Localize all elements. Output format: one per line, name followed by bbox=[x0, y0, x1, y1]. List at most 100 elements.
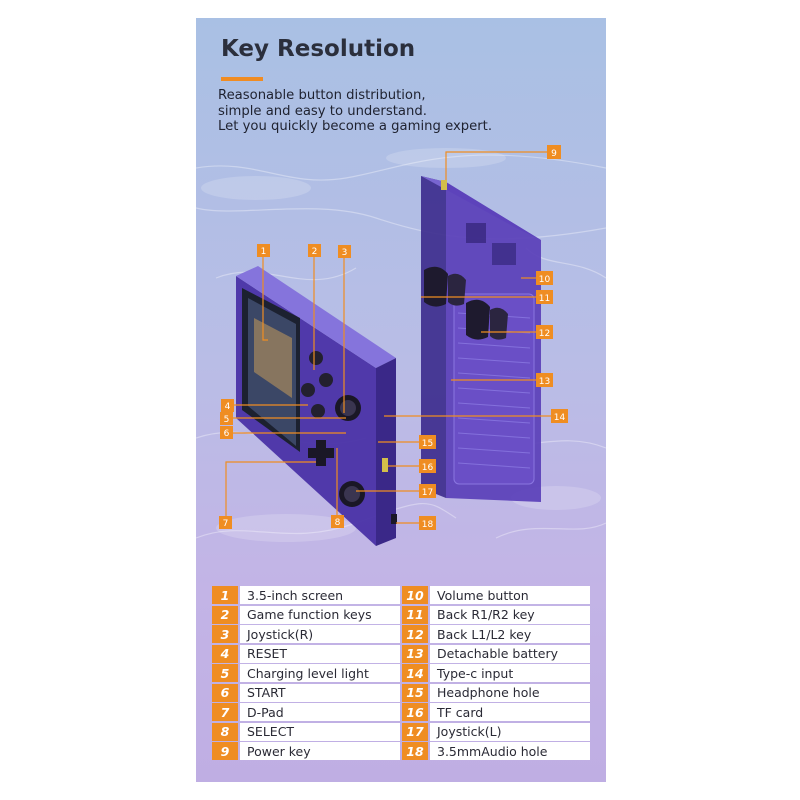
svg-text:6: 6 bbox=[224, 429, 230, 439]
legend-number: 10 bbox=[402, 586, 428, 604]
legend-number: 8 bbox=[212, 722, 238, 741]
callout-16: 16 bbox=[419, 459, 436, 473]
callout-11: 11 bbox=[536, 290, 553, 304]
legend-label: Game function keys bbox=[240, 605, 400, 624]
legend-label: 3.5mmAudio hole bbox=[430, 742, 590, 760]
callout-9: 9 bbox=[547, 145, 561, 159]
legend-number: 3 bbox=[212, 625, 238, 643]
svg-text:8: 8 bbox=[335, 518, 341, 528]
svg-text:15: 15 bbox=[422, 439, 433, 449]
callout-10: 10 bbox=[536, 271, 553, 285]
svg-text:9: 9 bbox=[551, 149, 557, 159]
svg-text:5: 5 bbox=[224, 415, 230, 425]
title-underline bbox=[221, 77, 263, 81]
svg-text:2: 2 bbox=[312, 247, 318, 257]
legend-label: 3.5-inch screen bbox=[240, 586, 400, 604]
legend-number: 11 bbox=[402, 605, 428, 624]
legend-label: START bbox=[240, 683, 400, 702]
svg-text:1: 1 bbox=[261, 247, 267, 257]
callout-17: 17 bbox=[419, 484, 436, 498]
subtitle-line: simple and easy to understand. bbox=[218, 103, 427, 119]
callout-8: 8 bbox=[331, 515, 344, 528]
callout-18: 18 bbox=[419, 516, 436, 530]
svg-text:17: 17 bbox=[422, 488, 433, 498]
device-back-view bbox=[421, 176, 541, 502]
callout-2: 2 bbox=[308, 244, 321, 257]
callout-13: 13 bbox=[536, 373, 553, 387]
svg-text:3: 3 bbox=[342, 248, 348, 258]
callout-12: 12 bbox=[536, 325, 553, 339]
callout-1: 1 bbox=[257, 244, 270, 257]
legend-label: SELECT bbox=[240, 722, 400, 741]
callout-14: 14 bbox=[551, 409, 568, 423]
svg-text:14: 14 bbox=[554, 413, 566, 423]
svg-text:12: 12 bbox=[539, 329, 550, 339]
page-title: Key Resolution bbox=[221, 36, 416, 62]
subtitle-line: Let you quickly become a gaming expert. bbox=[218, 119, 493, 134]
callout-4: 4 bbox=[221, 399, 234, 412]
svg-text:11: 11 bbox=[539, 294, 550, 304]
svg-text:4: 4 bbox=[225, 402, 231, 412]
legend-number: 9 bbox=[212, 742, 238, 760]
svg-text:18: 18 bbox=[422, 520, 434, 530]
legend-number: 16 bbox=[402, 703, 428, 721]
legend-number: 13 bbox=[402, 644, 428, 663]
legend-number: 14 bbox=[402, 664, 428, 682]
subtitle: Reasonable button distribution, simple a… bbox=[218, 88, 492, 135]
legend-number: 18 bbox=[402, 742, 428, 760]
product-panel: Key Resolution Reasonable button distrib… bbox=[196, 18, 606, 782]
leader-lines bbox=[225, 151, 551, 524]
svg-text:10: 10 bbox=[539, 275, 551, 285]
legend-label: RESET bbox=[240, 644, 400, 663]
svg-text:16: 16 bbox=[422, 463, 434, 473]
callout-6: 6 bbox=[220, 426, 233, 439]
legend-label: Type-c input bbox=[430, 664, 590, 682]
legend-number: 12 bbox=[402, 625, 428, 643]
legend-number: 17 bbox=[402, 722, 428, 741]
legend-label: TF card bbox=[430, 703, 590, 721]
callout-3: 3 bbox=[338, 245, 351, 258]
legend-number: 2 bbox=[212, 605, 238, 624]
legend-number: 4 bbox=[212, 644, 238, 663]
legend-label: Volume button bbox=[430, 586, 590, 604]
callout-badges: 1 2 3 4 5 6 7 8 9 10 11 12 13 14 15 16 1… bbox=[219, 145, 568, 530]
callout-5: 5 bbox=[220, 412, 233, 425]
legend-number: 15 bbox=[402, 683, 428, 702]
legend-label: Headphone hole bbox=[430, 683, 590, 702]
legend-number: 5 bbox=[212, 664, 238, 682]
legend-number: 7 bbox=[212, 703, 238, 721]
subtitle-line: Reasonable button distribution, bbox=[218, 88, 426, 103]
legend-label: Back R1/R2 key bbox=[430, 605, 590, 624]
callout-15: 15 bbox=[419, 435, 436, 449]
svg-text:13: 13 bbox=[539, 377, 550, 387]
legend-number: 6 bbox=[212, 683, 238, 702]
device-illustration: 1 2 3 4 5 6 7 8 9 10 11 12 13 14 15 16 1… bbox=[219, 145, 568, 546]
device-front-view bbox=[236, 266, 397, 546]
svg-text:7: 7 bbox=[223, 519, 229, 529]
legend-label: Joystick(R) bbox=[240, 625, 400, 643]
legend-label: Joystick(L) bbox=[430, 722, 590, 741]
legend-label: Detachable battery bbox=[430, 644, 590, 663]
legend-number: 1 bbox=[212, 586, 238, 604]
legend-label: Power key bbox=[240, 742, 400, 760]
legend-label: Charging level light bbox=[240, 664, 400, 682]
callout-7: 7 bbox=[219, 516, 232, 529]
